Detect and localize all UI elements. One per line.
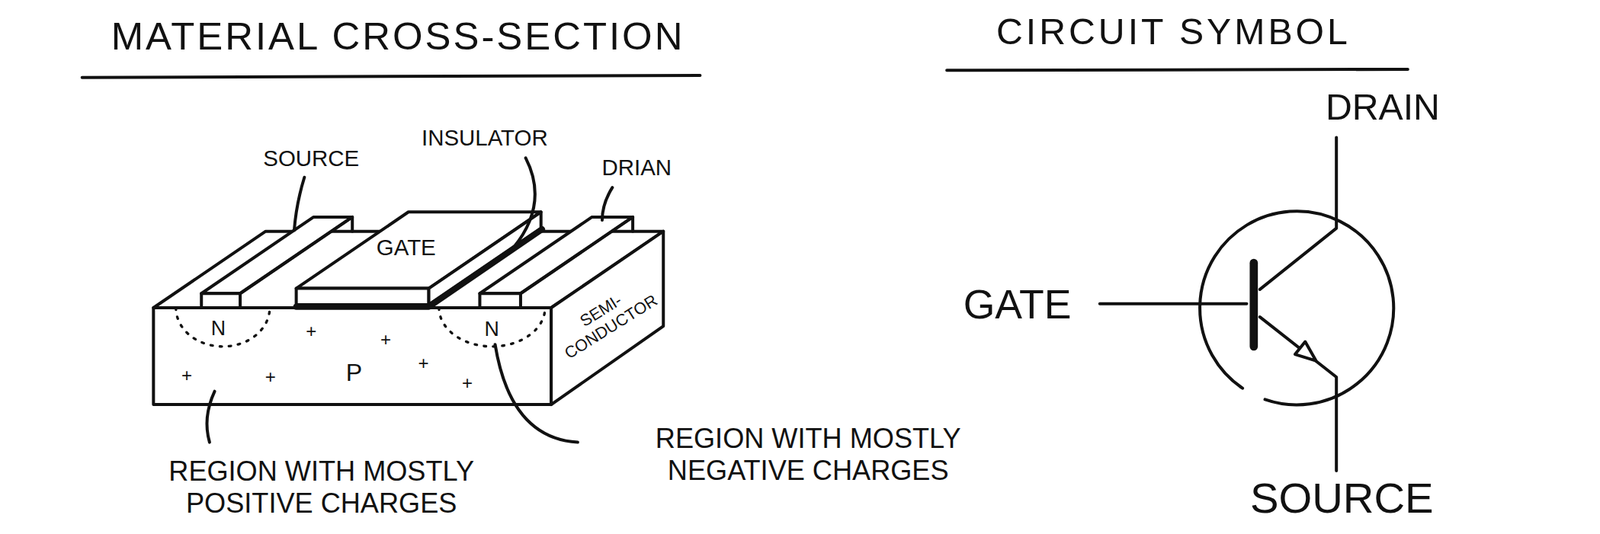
part-name: GATE bbox=[376, 234, 437, 261]
section-heading: MATERIAL CROSS-SECTION bbox=[111, 14, 686, 60]
section-heading: CIRCUIT SYMBOL bbox=[996, 10, 1351, 53]
charge-sign: + bbox=[265, 366, 276, 388]
annotation: REGION WITH MOSTLY NEGATIVE CHARGES bbox=[573, 423, 1043, 487]
n-region-boundary bbox=[439, 307, 546, 347]
doping-letter: N bbox=[484, 317, 500, 342]
pin-name: SOURCE bbox=[1250, 475, 1434, 521]
heading-underline bbox=[946, 69, 1408, 71]
charge-sign: + bbox=[380, 329, 392, 351]
heading-underline bbox=[82, 75, 701, 78]
part-name: SOURCE bbox=[262, 145, 360, 172]
charge-sign: + bbox=[461, 372, 473, 395]
part-name: INSULATOR bbox=[421, 125, 549, 151]
charge-sign: + bbox=[418, 352, 430, 375]
charge-sign: + bbox=[181, 365, 193, 387]
leader-line bbox=[513, 157, 536, 248]
doping-letter: N bbox=[211, 317, 226, 341]
insulator-layer bbox=[296, 229, 542, 308]
leader-line bbox=[602, 187, 613, 221]
charge-sign: + bbox=[305, 320, 317, 343]
doping-letter: P bbox=[346, 359, 363, 388]
n-region-boundary bbox=[176, 307, 270, 347]
pin-name: DRAIN bbox=[1325, 86, 1440, 129]
annotation: REGION WITH MOSTLY POSITIVE CHARGES bbox=[96, 455, 546, 520]
part-name: DRIAN bbox=[602, 154, 673, 181]
leader-line bbox=[206, 391, 215, 443]
part-name: SEMI- CONDUCTOR bbox=[545, 271, 667, 367]
mosfet-symbol bbox=[1099, 137, 1394, 472]
pin-name: GATE bbox=[963, 281, 1072, 329]
leader-line bbox=[294, 177, 305, 231]
